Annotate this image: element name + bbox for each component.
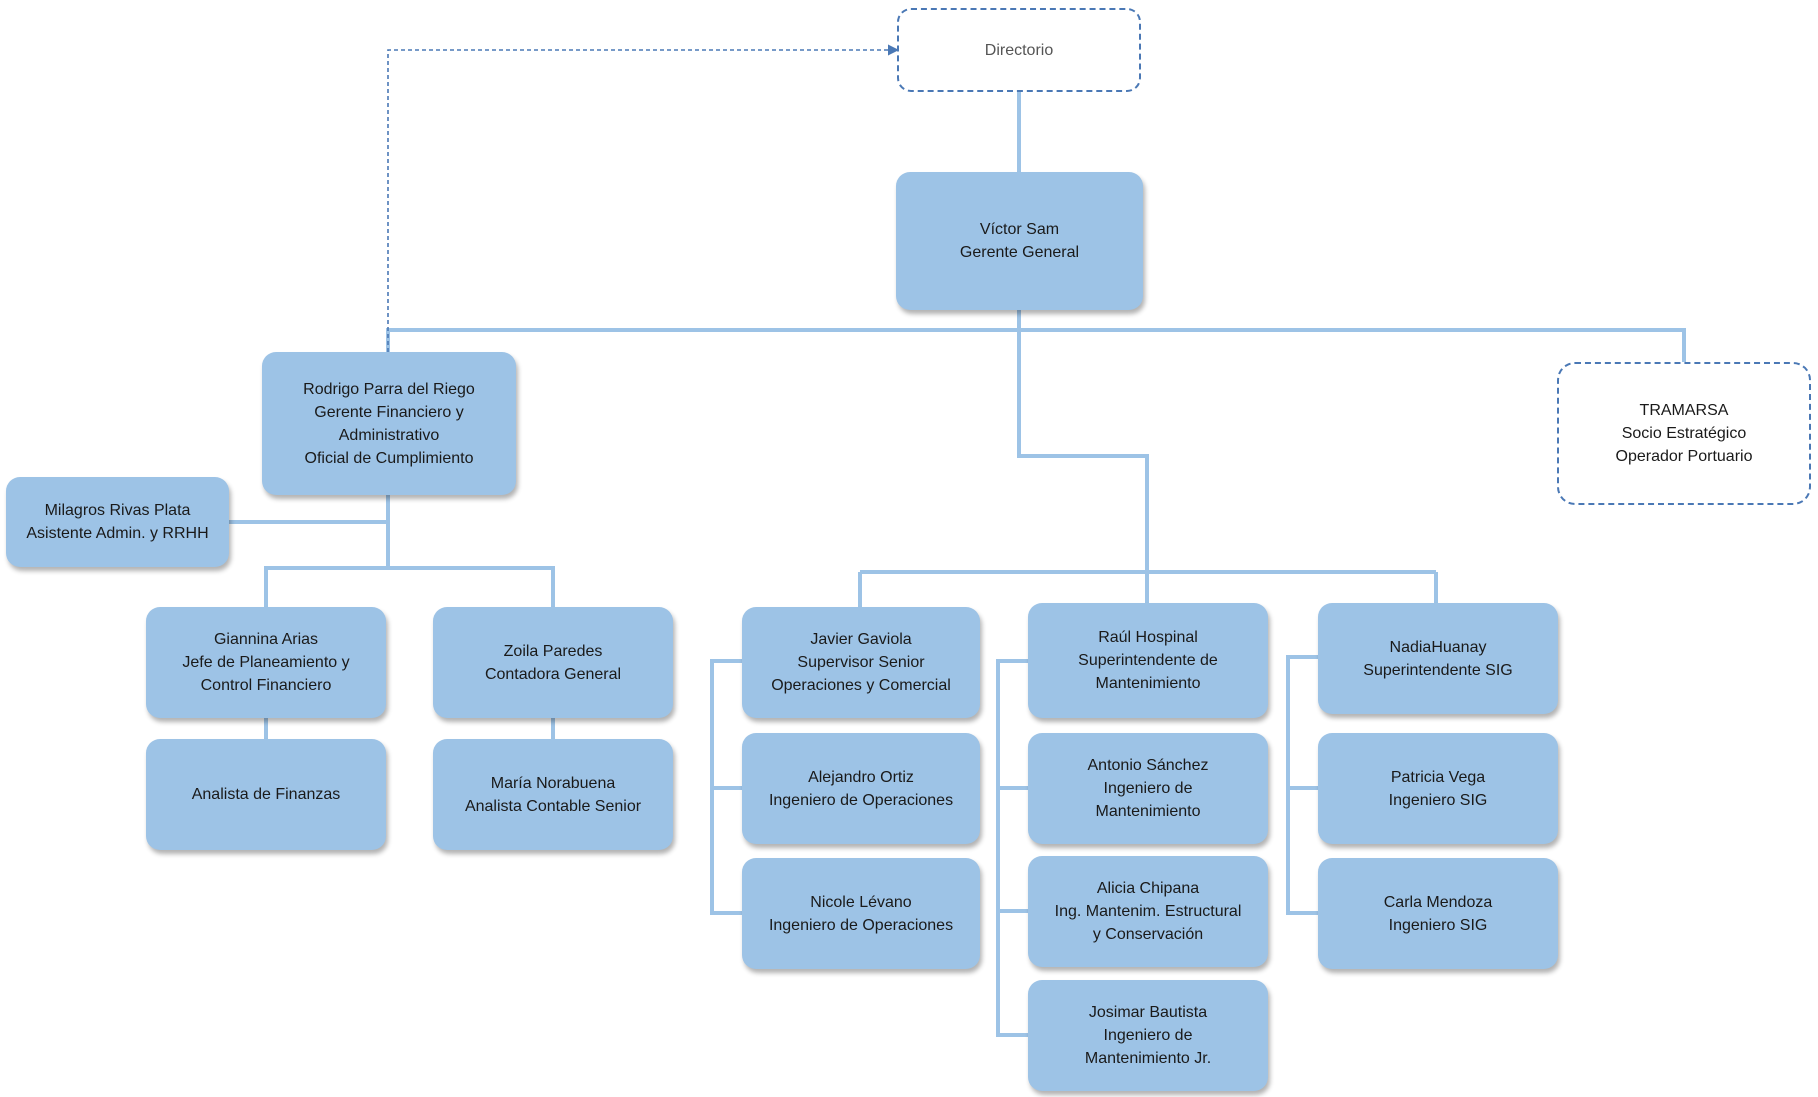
node-text-line: Oficial de Cumplimiento	[304, 449, 474, 467]
node-text-line: Antonio Sánchez	[1087, 757, 1209, 774]
node-text-line: Milagros Rivas Plata	[44, 502, 191, 519]
dotted-reporting-arrow	[387, 44, 900, 352]
node-tramarsa: TRAMARSA Socio Estratégico Operador Port…	[1557, 362, 1811, 505]
node-text-line: Alejandro Ortiz	[808, 768, 914, 786]
connector-main-bus	[386, 328, 1686, 362]
node-text-line: Control Financiero	[200, 677, 332, 694]
node-raul: Raúl Hospinal Superintendente de Manteni…	[1028, 603, 1268, 718]
node-antonio: Antonio Sánchez Ingeniero de Mantenimien…	[1028, 733, 1268, 844]
node-giannina: Giannina Arias Jefe de Planeamiento y Co…	[146, 607, 386, 718]
node-text-line: Mantenimiento	[1095, 675, 1201, 692]
node-gerente-general: Víctor Sam Gerente General	[896, 172, 1143, 310]
node-text-line: y Conservación	[1092, 926, 1204, 943]
node-text-line: Raúl Hospinal	[1098, 629, 1198, 646]
node-patricia: Patricia Vega Ingeniero SIG	[1318, 733, 1558, 844]
node-josimar: Josimar Bautista Ingeniero de Mantenimie…	[1028, 980, 1268, 1091]
node-text-line: Ingeniero de	[1103, 780, 1193, 797]
node-text-line: Operador Portuario	[1615, 448, 1753, 465]
node-text-line: Patricia Vega	[1390, 768, 1486, 786]
node-text-line: Analista de Finanzas	[191, 786, 341, 803]
node-analista-finanzas: Analista de Finanzas	[146, 739, 386, 850]
node-text-line: Operaciones y Comercial	[771, 677, 951, 694]
node-text-line: Rodrigo Parra del Riego	[303, 380, 475, 398]
node-text-line: Ingeniero SIG	[1388, 916, 1488, 934]
node-nicole: Nicole Lévano Ingeniero de Operaciones	[742, 858, 980, 969]
node-text-line: María Norabuena	[490, 774, 616, 792]
node-text-line: Ingeniero de Operaciones	[768, 916, 954, 934]
node-text-line: Contadora General	[484, 665, 622, 683]
node-text-line: Gerente General	[959, 244, 1080, 261]
connector-nadia-column	[1286, 655, 1318, 915]
node-text-line: Analista Contable Senior	[464, 797, 642, 815]
node-text-line: Gerente Financiero y	[314, 403, 464, 421]
node-text-line: Ingeniero SIG	[1388, 791, 1488, 809]
node-text-line: Josimar Bautista	[1088, 1004, 1208, 1021]
node-text-line: Javier Gaviola	[810, 631, 912, 648]
node-text-line: Directorio	[984, 41, 1054, 59]
node-text-line: Alicia Chipana	[1096, 880, 1200, 897]
node-text-line: Ingeniero de	[1103, 1027, 1193, 1044]
node-text-line: Giannina Arias	[213, 631, 319, 648]
node-text-line: Zoila Paredes	[503, 642, 603, 660]
node-text-line: Ingeniero de Operaciones	[768, 791, 954, 809]
node-rodrigo: Rodrigo Parra del Riego Gerente Financie…	[262, 352, 516, 495]
node-javier: Javier Gaviola Supervisor Senior Operaci…	[742, 607, 980, 718]
node-text-line: Superintendente de	[1078, 652, 1218, 669]
node-text-line: Supervisor Senior	[797, 654, 925, 671]
node-text-line: Mantenimiento	[1095, 803, 1201, 820]
node-text-line: Víctor Sam	[979, 221, 1060, 238]
node-alicia: Alicia Chipana Ing. Mantenim. Estructura…	[1028, 856, 1268, 967]
node-directorio: Directorio	[897, 8, 1141, 92]
node-text-line: Ing. Mantenim. Estructural	[1054, 903, 1242, 920]
node-text-line: Socio Estratégico	[1621, 425, 1747, 442]
node-text-line: Asistente Admin. y RRHH	[26, 525, 209, 542]
connector-raul-column	[996, 659, 1028, 1037]
node-text-line: Administrativo	[338, 426, 440, 444]
node-text-line: Mantenimiento Jr.	[1084, 1050, 1212, 1067]
node-text-line: Carla Mendoza	[1383, 893, 1493, 911]
node-text-line: TRAMARSA	[1639, 402, 1729, 419]
node-alejandro: Alejandro Ortiz Ingeniero de Operaciones	[742, 733, 980, 844]
node-milagros: Milagros Rivas Plata Asistente Admin. y …	[6, 477, 229, 567]
node-zoila: Zoila Paredes Contadora General	[433, 607, 673, 718]
node-text-line: NadiaHuanay	[1389, 638, 1487, 656]
connector-gerente-operations	[1017, 330, 1149, 572]
node-text-line: Nicole Lévano	[810, 893, 912, 911]
node-text-line: Jefe de Planeamiento y	[182, 654, 350, 671]
connector-finance-bus	[264, 566, 555, 607]
node-nadia: NadiaHuanay Superintendente SIG	[1318, 603, 1558, 714]
node-maria: María Norabuena Analista Contable Senior	[433, 739, 673, 850]
node-text-line: Superintendente SIG	[1363, 661, 1513, 679]
node-carla: Carla Mendoza Ingeniero SIG	[1318, 858, 1558, 969]
